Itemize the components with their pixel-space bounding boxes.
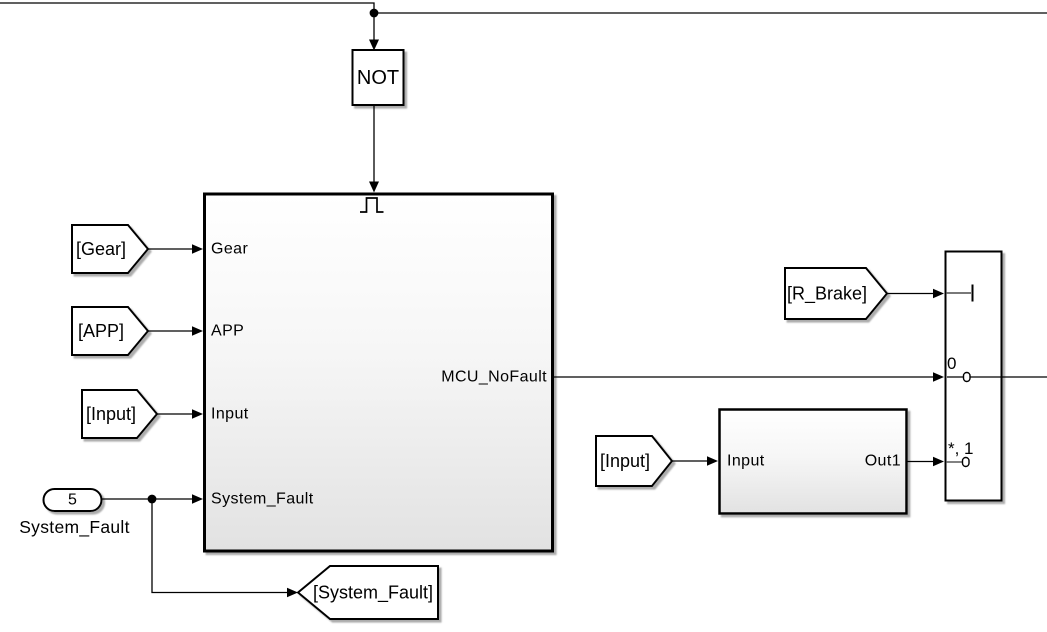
wire-out1[interactable] bbox=[907, 456, 944, 467]
from-tag-r-brake-label: [R_Brake] bbox=[787, 284, 867, 305]
wire-system-fault[interactable] bbox=[102, 494, 298, 598]
main-subsystem-port-input: Input bbox=[211, 406, 249, 423]
wire-gear[interactable] bbox=[148, 244, 203, 254]
from-tag-app[interactable] bbox=[71, 306, 150, 356]
not-block-label: NOT bbox=[357, 67, 399, 89]
switch-port1-marker-icon bbox=[946, 456, 970, 468]
wire-r-brake[interactable] bbox=[887, 288, 944, 299]
main-subsystem-port-gear: Gear bbox=[211, 241, 248, 258]
wire-app[interactable] bbox=[148, 326, 203, 336]
wire-input-left[interactable] bbox=[157, 409, 203, 419]
from-tag-input-right-label: [Input] bbox=[600, 451, 650, 471]
from-tag-gear-label: [Gear] bbox=[76, 239, 126, 259]
inner-subsystem-block[interactable] bbox=[718, 408, 908, 515]
main-subsystem-block[interactable] bbox=[203, 192, 554, 553]
inner-subsystem-port-out1: Out1 bbox=[865, 453, 901, 470]
switch-port0-label: 0 bbox=[947, 354, 956, 373]
from-tag-r-brake[interactable] bbox=[784, 267, 889, 320]
switch-port1-label: *, 1 bbox=[948, 439, 974, 458]
inner-subsystem-port-input: Input bbox=[727, 453, 765, 470]
threshold-bar-icon bbox=[946, 284, 974, 302]
goto-tag-system-fault[interactable] bbox=[296, 565, 439, 620]
wire-not-to-trigger[interactable] bbox=[369, 105, 379, 193]
constant-name-label: System_Fault bbox=[19, 517, 130, 538]
main-subsystem-port-app: APP bbox=[211, 323, 244, 340]
from-tag-input-left[interactable] bbox=[81, 389, 159, 439]
main-subsystem-port-mcu-nofault: MCU_NoFault bbox=[441, 369, 547, 386]
from-tag-input-left-label: [Input] bbox=[86, 404, 136, 424]
wire-input-right[interactable] bbox=[672, 456, 718, 466]
switch-port0-marker-icon bbox=[962, 371, 971, 383]
not-block[interactable] bbox=[351, 49, 405, 106]
wire-top-branch[interactable] bbox=[0, 2, 1047, 51]
goto-tag-system-fault-label: [System_Fault] bbox=[313, 583, 433, 604]
constant-value: 5 bbox=[68, 492, 77, 509]
constant-block[interactable] bbox=[42, 488, 103, 512]
from-tag-app-label: [APP] bbox=[78, 321, 124, 341]
from-tag-gear[interactable] bbox=[71, 224, 150, 274]
pulse-trigger-icon bbox=[360, 197, 384, 213]
from-tag-input-right[interactable] bbox=[595, 435, 674, 487]
main-subsystem-port-system-fault: System_Fault bbox=[211, 491, 314, 508]
